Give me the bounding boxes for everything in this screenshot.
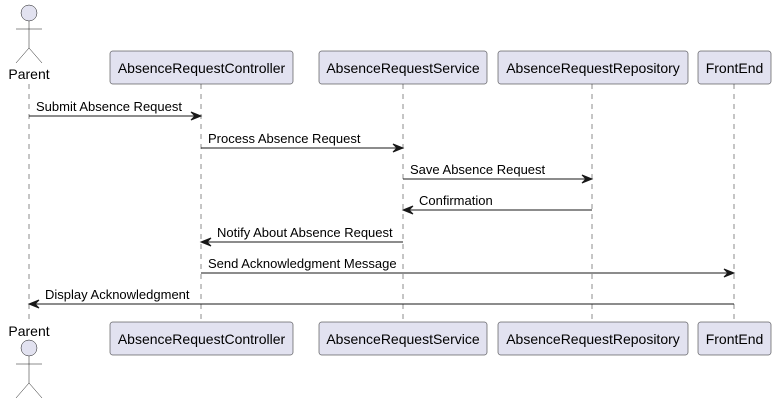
participant-label: AbsenceRequestController bbox=[118, 331, 286, 347]
actor-leg-right-icon bbox=[28, 47, 43, 64]
participants-top: Parent AbsenceRequestController AbsenceReq… bbox=[8, 4, 772, 85]
participant-box bbox=[697, 321, 772, 356]
actor-bottom-parent bbox=[15, 339, 43, 399]
arrowhead-icon bbox=[27, 299, 40, 309]
message-label: Process Absence Request bbox=[208, 131, 361, 146]
participant-box bbox=[109, 50, 294, 85]
actor-top-parent bbox=[15, 4, 43, 64]
message-5: Notify About Absence Request bbox=[199, 225, 403, 247]
participant-service-top: AbsenceRequestService bbox=[318, 50, 488, 85]
message-3: Save Absence Request bbox=[403, 162, 594, 184]
participant-repository-bottom: AbsenceRequestRepository bbox=[497, 321, 689, 356]
participant-box bbox=[697, 50, 772, 85]
participant-frontend-top: FrontEnd bbox=[697, 50, 772, 85]
participant-frontend-bottom: FrontEnd bbox=[697, 321, 772, 356]
participant-controller-top: AbsenceRequestController bbox=[109, 50, 294, 85]
message-label: Confirmation bbox=[419, 193, 493, 208]
message-1: Submit Absence Request bbox=[29, 99, 203, 121]
actor-leg-left-icon bbox=[15, 47, 30, 64]
message-label: Notify About Absence Request bbox=[217, 225, 393, 240]
actor-leg-right-icon bbox=[28, 382, 43, 399]
message-6: Send Acknowledgment Message bbox=[201, 256, 736, 278]
participant-label: AbsenceRequestRepository bbox=[506, 60, 680, 76]
participant-repository-top: AbsenceRequestRepository bbox=[497, 50, 689, 85]
participant-label: FrontEnd bbox=[706, 331, 764, 347]
participant-label: AbsenceRequestRepository bbox=[506, 331, 680, 347]
arrowhead-icon bbox=[199, 237, 212, 247]
participant-box bbox=[318, 321, 488, 356]
participant-service-bottom: AbsenceRequestService bbox=[318, 321, 488, 356]
participant-box bbox=[497, 321, 689, 356]
actor-head-icon bbox=[20, 339, 38, 357]
arrowhead-icon bbox=[401, 205, 414, 215]
message-label: Submit Absence Request bbox=[36, 99, 182, 114]
participant-label: AbsenceRequestController bbox=[118, 60, 286, 76]
actor-label-bottom: Parent bbox=[8, 323, 49, 339]
arrowhead-icon bbox=[392, 143, 405, 153]
participant-label: FrontEnd bbox=[706, 60, 764, 76]
participant-box bbox=[318, 50, 488, 85]
message-label: Send Acknowledgment Message bbox=[208, 256, 397, 271]
participant-box bbox=[109, 321, 294, 356]
participant-label: AbsenceRequestService bbox=[326, 331, 480, 347]
participant-controller-bottom: AbsenceRequestController bbox=[109, 321, 294, 356]
message-7: Display Acknowledgment bbox=[27, 287, 734, 309]
message-4: Confirmation bbox=[401, 193, 592, 215]
message-2: Process Absence Request bbox=[201, 131, 405, 153]
participant-box bbox=[497, 50, 689, 85]
actor-head-icon bbox=[20, 4, 38, 22]
arrowhead-icon bbox=[190, 111, 203, 121]
participant-label: AbsenceRequestService bbox=[326, 60, 480, 76]
arrowhead-icon bbox=[723, 268, 736, 278]
actor-label-top: Parent bbox=[8, 66, 49, 82]
message-label: Display Acknowledgment bbox=[45, 287, 190, 302]
arrowhead-icon bbox=[581, 174, 594, 184]
actor-leg-left-icon bbox=[15, 382, 30, 399]
message-label: Save Absence Request bbox=[410, 162, 546, 177]
